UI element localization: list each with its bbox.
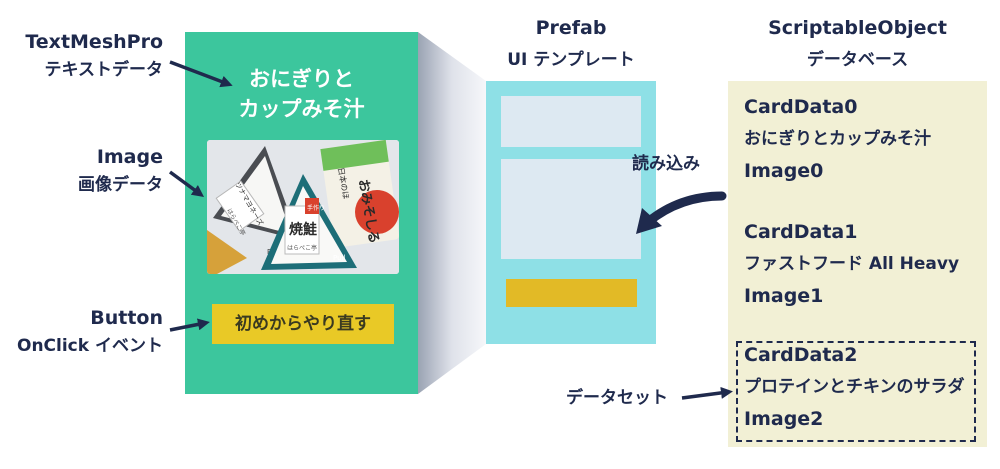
card-title-line2: カップみそ汁 [238,97,365,121]
label-prefab-line2: UI テンプレート [507,50,635,70]
salmon-tag-small: 手作り [307,204,325,212]
entry1-image: Image1 [744,285,824,307]
entry1-name: ファストフード All Heavy [744,254,960,274]
fold-shadow [418,32,486,394]
salmon-tag: 焼鮭 [289,221,317,238]
card-image: おみそしる 日本のほ ツナマヨネーズ はらぺこ亭 Pull 手作り 焼鮭 [207,140,399,274]
label-scriptableobject-line1: ScriptableObject [768,17,947,39]
card-panel: おにぎりと カップみそ汁 おみそしる 日本のほ ツナマヨネーズ はらぺこ亭 P [185,32,418,394]
prefab-button-slot [506,279,637,307]
label-scriptableobject: ScriptableObject データベース [728,14,987,74]
label-dataset: データセット [566,388,668,408]
label-textmeshpro: TextMeshPro テキストデータ [0,28,163,84]
entry2-id: CardData2 [744,344,858,366]
label-textmeshpro-line1: TextMeshPro [25,31,163,53]
label-image-line1: Image [96,146,163,168]
entry0-name: おにぎりとカップみそ汁 [744,129,931,149]
onigiri-salmon: 手作り 焼鮭 はらぺこ亭 Pull [261,174,357,270]
onigiri-illustration: おみそしる 日本のほ ツナマヨネーズ はらぺこ亭 Pull 手作り 焼鮭 [207,140,399,274]
label-button-line1: Button [90,307,163,329]
restart-button[interactable]: 初めからやり直す [212,304,394,344]
prefab-image-slot [501,159,641,259]
label-image: Image 画像データ [0,143,163,199]
label-load: 読み込み [632,154,700,174]
label-scriptableobject-line2: データベース [806,50,909,70]
label-textmeshpro-line2: テキストデータ [44,60,164,80]
entry2-name: プロテインとチキンのサラダ [744,377,965,397]
card-title-line1: おにぎりと [249,67,354,91]
label-button: Button OnClick イベント [0,304,163,360]
miso-cup: おみそしる 日本のほ [320,140,399,248]
entry0-image: Image0 [744,160,824,182]
database-panel: CardData0 おにぎりとカップみそ汁 Image0 CardData1 フ… [728,81,987,447]
prefab-template [486,81,656,344]
label-button-line2: OnClick イベント [17,336,163,356]
dataset-box [736,341,976,442]
salmon-brand: はらぺこ亭 [287,244,317,252]
entry0-id: CardData0 [744,96,858,118]
pull-label-2: Pull [333,254,345,262]
label-image-line2: 画像データ [78,175,163,195]
onigiri-tuna: ツナマヨネーズ はらぺこ亭 Pull [207,146,299,274]
entry1-id: CardData1 [744,221,858,243]
prefab-title-slot [501,96,641,147]
card-title: おにぎりと カップみそ汁 [185,64,418,124]
entry2-image: Image2 [744,408,824,430]
label-prefab: Prefab UI テンプレート [471,14,671,74]
label-prefab-line1: Prefab [535,17,607,39]
